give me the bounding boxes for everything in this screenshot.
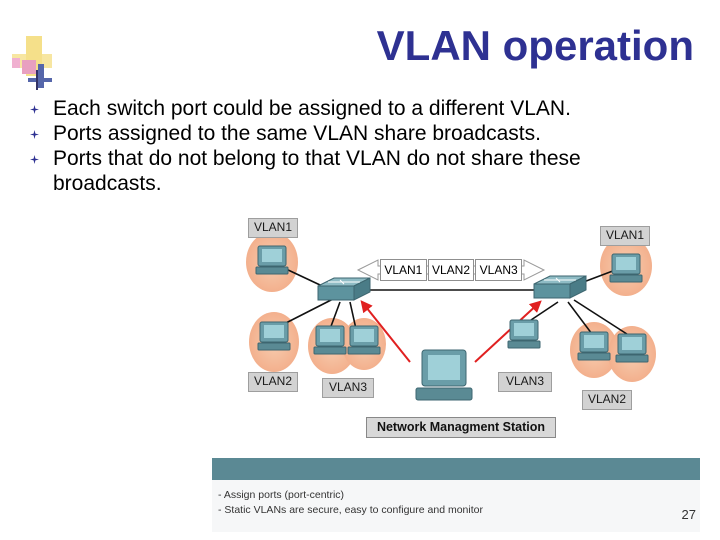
vlan-label: VLAN3 <box>322 378 374 398</box>
bullet-text: Ports assigned to the same VLAN share br… <box>53 122 541 145</box>
note-item: - Assign ports (port-centric) <box>218 489 345 501</box>
vlan-label: VLAN1 <box>248 218 298 238</box>
vlan-label: VLAN2 <box>248 372 298 392</box>
switch-left <box>317 277 371 301</box>
trunk-label: VLAN3 <box>475 259 523 281</box>
pc-icon <box>257 321 291 351</box>
management-station-icon <box>415 349 473 401</box>
vlan-label: VLAN3 <box>498 372 552 392</box>
pc-icon <box>577 331 611 361</box>
vlan-label: VLAN2 <box>582 390 632 410</box>
management-station-label: Network Managment Station <box>366 417 556 438</box>
pc-icon <box>507 319 541 349</box>
bullet-icon <box>30 155 39 164</box>
decorative-squares-logo <box>12 36 52 90</box>
bullet-item: Each switch port could be assigned to a … <box>30 96 690 121</box>
trunk-label: VLAN1 <box>380 259 427 281</box>
notes-list: - Assign ports (port-centric) - Static V… <box>218 488 483 518</box>
page-number: 27 <box>681 507 696 522</box>
network-drawing <box>246 232 656 401</box>
switch-right <box>533 275 587 299</box>
link-arrow <box>360 300 411 363</box>
pc-icon <box>313 325 347 355</box>
slide-title: VLAN operation <box>376 22 694 69</box>
link-arrow <box>474 300 542 363</box>
bullet-icon <box>30 105 39 114</box>
bullet-text: Ports that do not belong to that VLAN do… <box>53 147 581 195</box>
notes-header-band <box>212 458 700 480</box>
bullet-item: Ports that do not belong to that VLAN do… <box>30 146 690 196</box>
bullet-icon <box>30 130 39 139</box>
trunk-label-group: VLAN1 VLAN2 VLAN3 <box>380 259 523 281</box>
pc-icon <box>609 253 643 283</box>
vlan-network-diagram: VLAN1 VLAN1 VLAN2 VLAN3 VLAN3 VLAN2 VLAN… <box>240 214 690 440</box>
note-item: - Static VLANs are secure, easy to confi… <box>218 504 483 516</box>
pc-icon <box>347 325 381 355</box>
bullet-text: Each switch port could be assigned to a … <box>53 97 571 120</box>
vlan-label: VLAN1 <box>600 226 650 246</box>
pc-icon <box>255 245 289 275</box>
trunk-label: VLAN2 <box>427 259 475 281</box>
bullet-list: Each switch port could be assigned to a … <box>30 96 690 196</box>
pc-icon <box>615 333 649 363</box>
bullet-item: Ports assigned to the same VLAN share br… <box>30 121 690 146</box>
notes-box: - Assign ports (port-centric) - Static V… <box>212 458 700 532</box>
